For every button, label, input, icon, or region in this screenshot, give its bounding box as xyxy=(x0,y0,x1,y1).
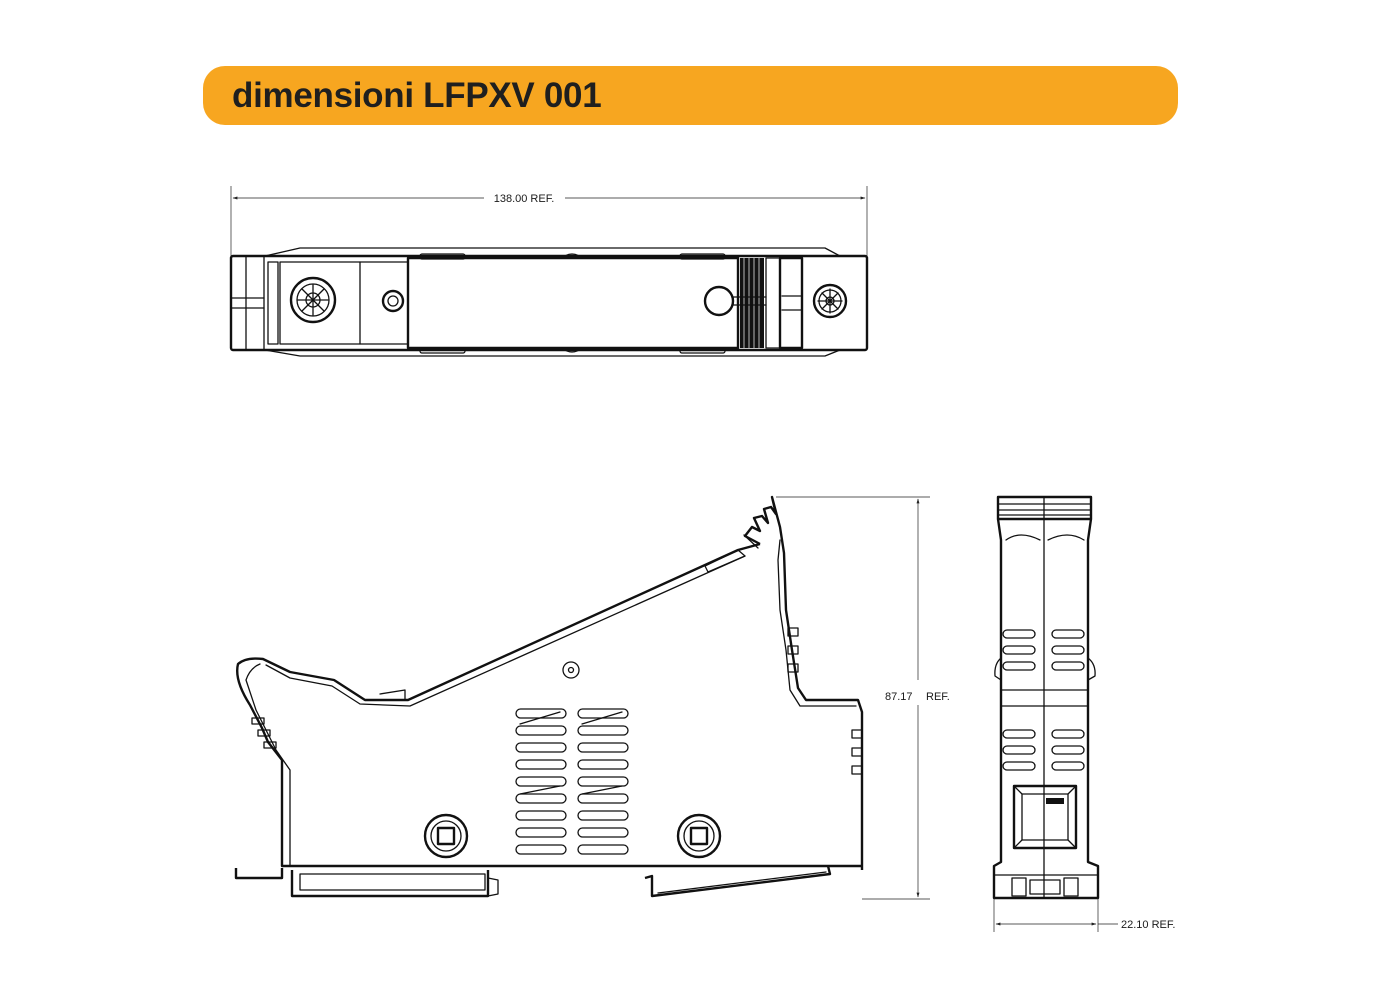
title-bar: dimensioni LFPXV 001 xyxy=(203,66,1178,125)
height-dimension-value: 87.17 xyxy=(885,691,913,703)
side-view: 87.17 REF. xyxy=(234,495,950,900)
width-dimension: 138.00 REF. xyxy=(230,186,868,258)
depth-dimension: 22.10 REF. xyxy=(993,898,1175,932)
screw-icon xyxy=(812,283,848,319)
terminal-screw-icon xyxy=(676,813,722,859)
height-dimension-suffix: REF. xyxy=(926,691,950,703)
terminal-opening-icon xyxy=(1012,784,1078,850)
width-dimension-label: 138.00 REF. xyxy=(494,193,555,205)
front-view: 22.10 REF. xyxy=(992,495,1175,932)
top-view: 138.00 REF. xyxy=(229,186,869,357)
page-title: dimensioni LFPXV 001 xyxy=(232,75,602,115)
height-dimension: 87.17 REF. xyxy=(776,496,950,900)
vent-slots xyxy=(515,708,629,855)
terminal-screw-icon xyxy=(423,813,469,859)
screw-icon xyxy=(289,276,337,324)
depth-dimension-label: 22.10 REF. xyxy=(1121,919,1175,931)
